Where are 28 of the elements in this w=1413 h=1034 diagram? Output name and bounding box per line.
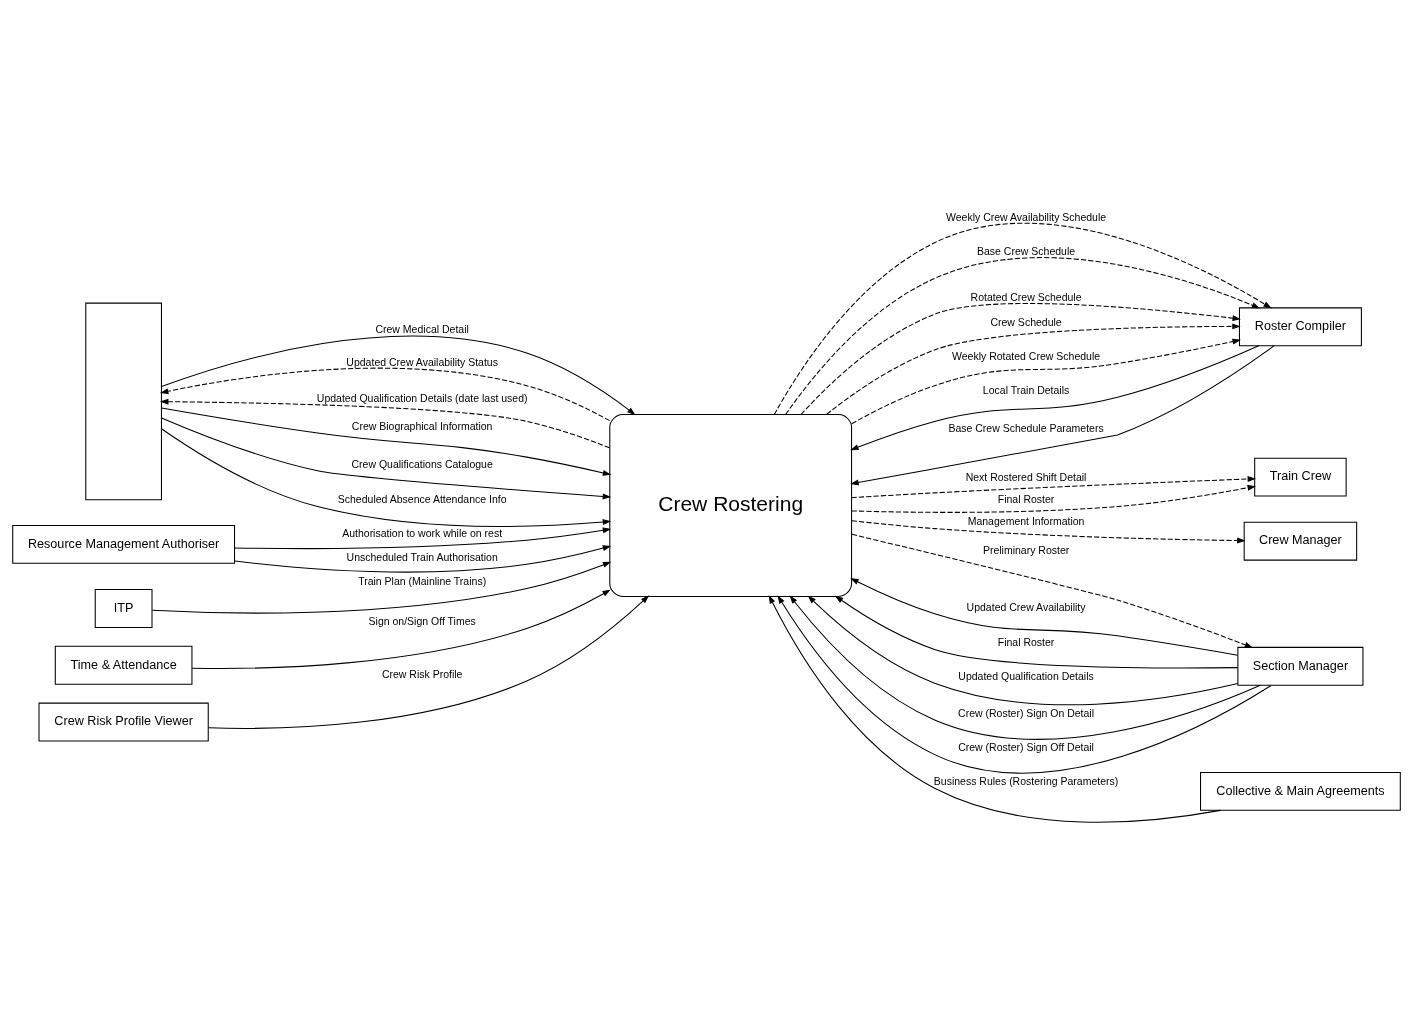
edge-label: Updated Qualification Details <box>958 669 1094 682</box>
edge-label: Preliminary Roster <box>982 543 1070 556</box>
edge-label: Final Roster <box>997 492 1055 505</box>
edge-label: Rotated Crew Schedule <box>970 290 1082 302</box>
edge-label: Crew Risk Profile <box>381 667 463 680</box>
edge-label: Updated Crew Availability <box>966 600 1086 613</box>
edge-label: Updated Qualification Details (date last used) <box>316 391 528 404</box>
edge-label: Final Roster <box>997 635 1055 648</box>
edge-label: Scheduled Absence Attendance Info <box>337 492 507 505</box>
edge-label: Authorisation to work while on rest <box>342 526 503 539</box>
edge-label: Business Rules (Rostering Parameters) <box>933 774 1119 787</box>
edge-label: Weekly Crew Availability Schedule <box>946 210 1107 223</box>
edge-label: Management Information <box>967 514 1085 527</box>
edge-label: Train Plan (Mainline Trains) <box>358 574 487 587</box>
edge-label: Unscheduled Train Authorisation <box>346 550 498 563</box>
edge-label: Next Rostered Shift Detail <box>965 470 1087 483</box>
edge-label: Crew Medical Detail <box>375 322 469 335</box>
edge-label: Crew Schedule <box>990 315 1062 328</box>
edge-label: Base Crew Schedule Parameters <box>948 421 1104 434</box>
edge-label: Sign on/Sign Off Times <box>368 614 476 627</box>
edge-label: Base Crew Schedule <box>977 244 1076 257</box>
edge-label: Crew (Roster) Sign On Detail <box>958 706 1095 719</box>
edge-label: Weekly Rotated Crew Schedule <box>952 349 1101 362</box>
edge-label: Crew (Roster) Sign Off Detail <box>958 740 1094 753</box>
edge-label: Crew Qualifications Catalogue <box>351 457 493 470</box>
edge-label: Crew Biographical Information <box>351 419 493 432</box>
edge-label: Local Train Details <box>982 383 1070 396</box>
edge-label: Updated Crew Availability Status <box>346 355 498 368</box>
